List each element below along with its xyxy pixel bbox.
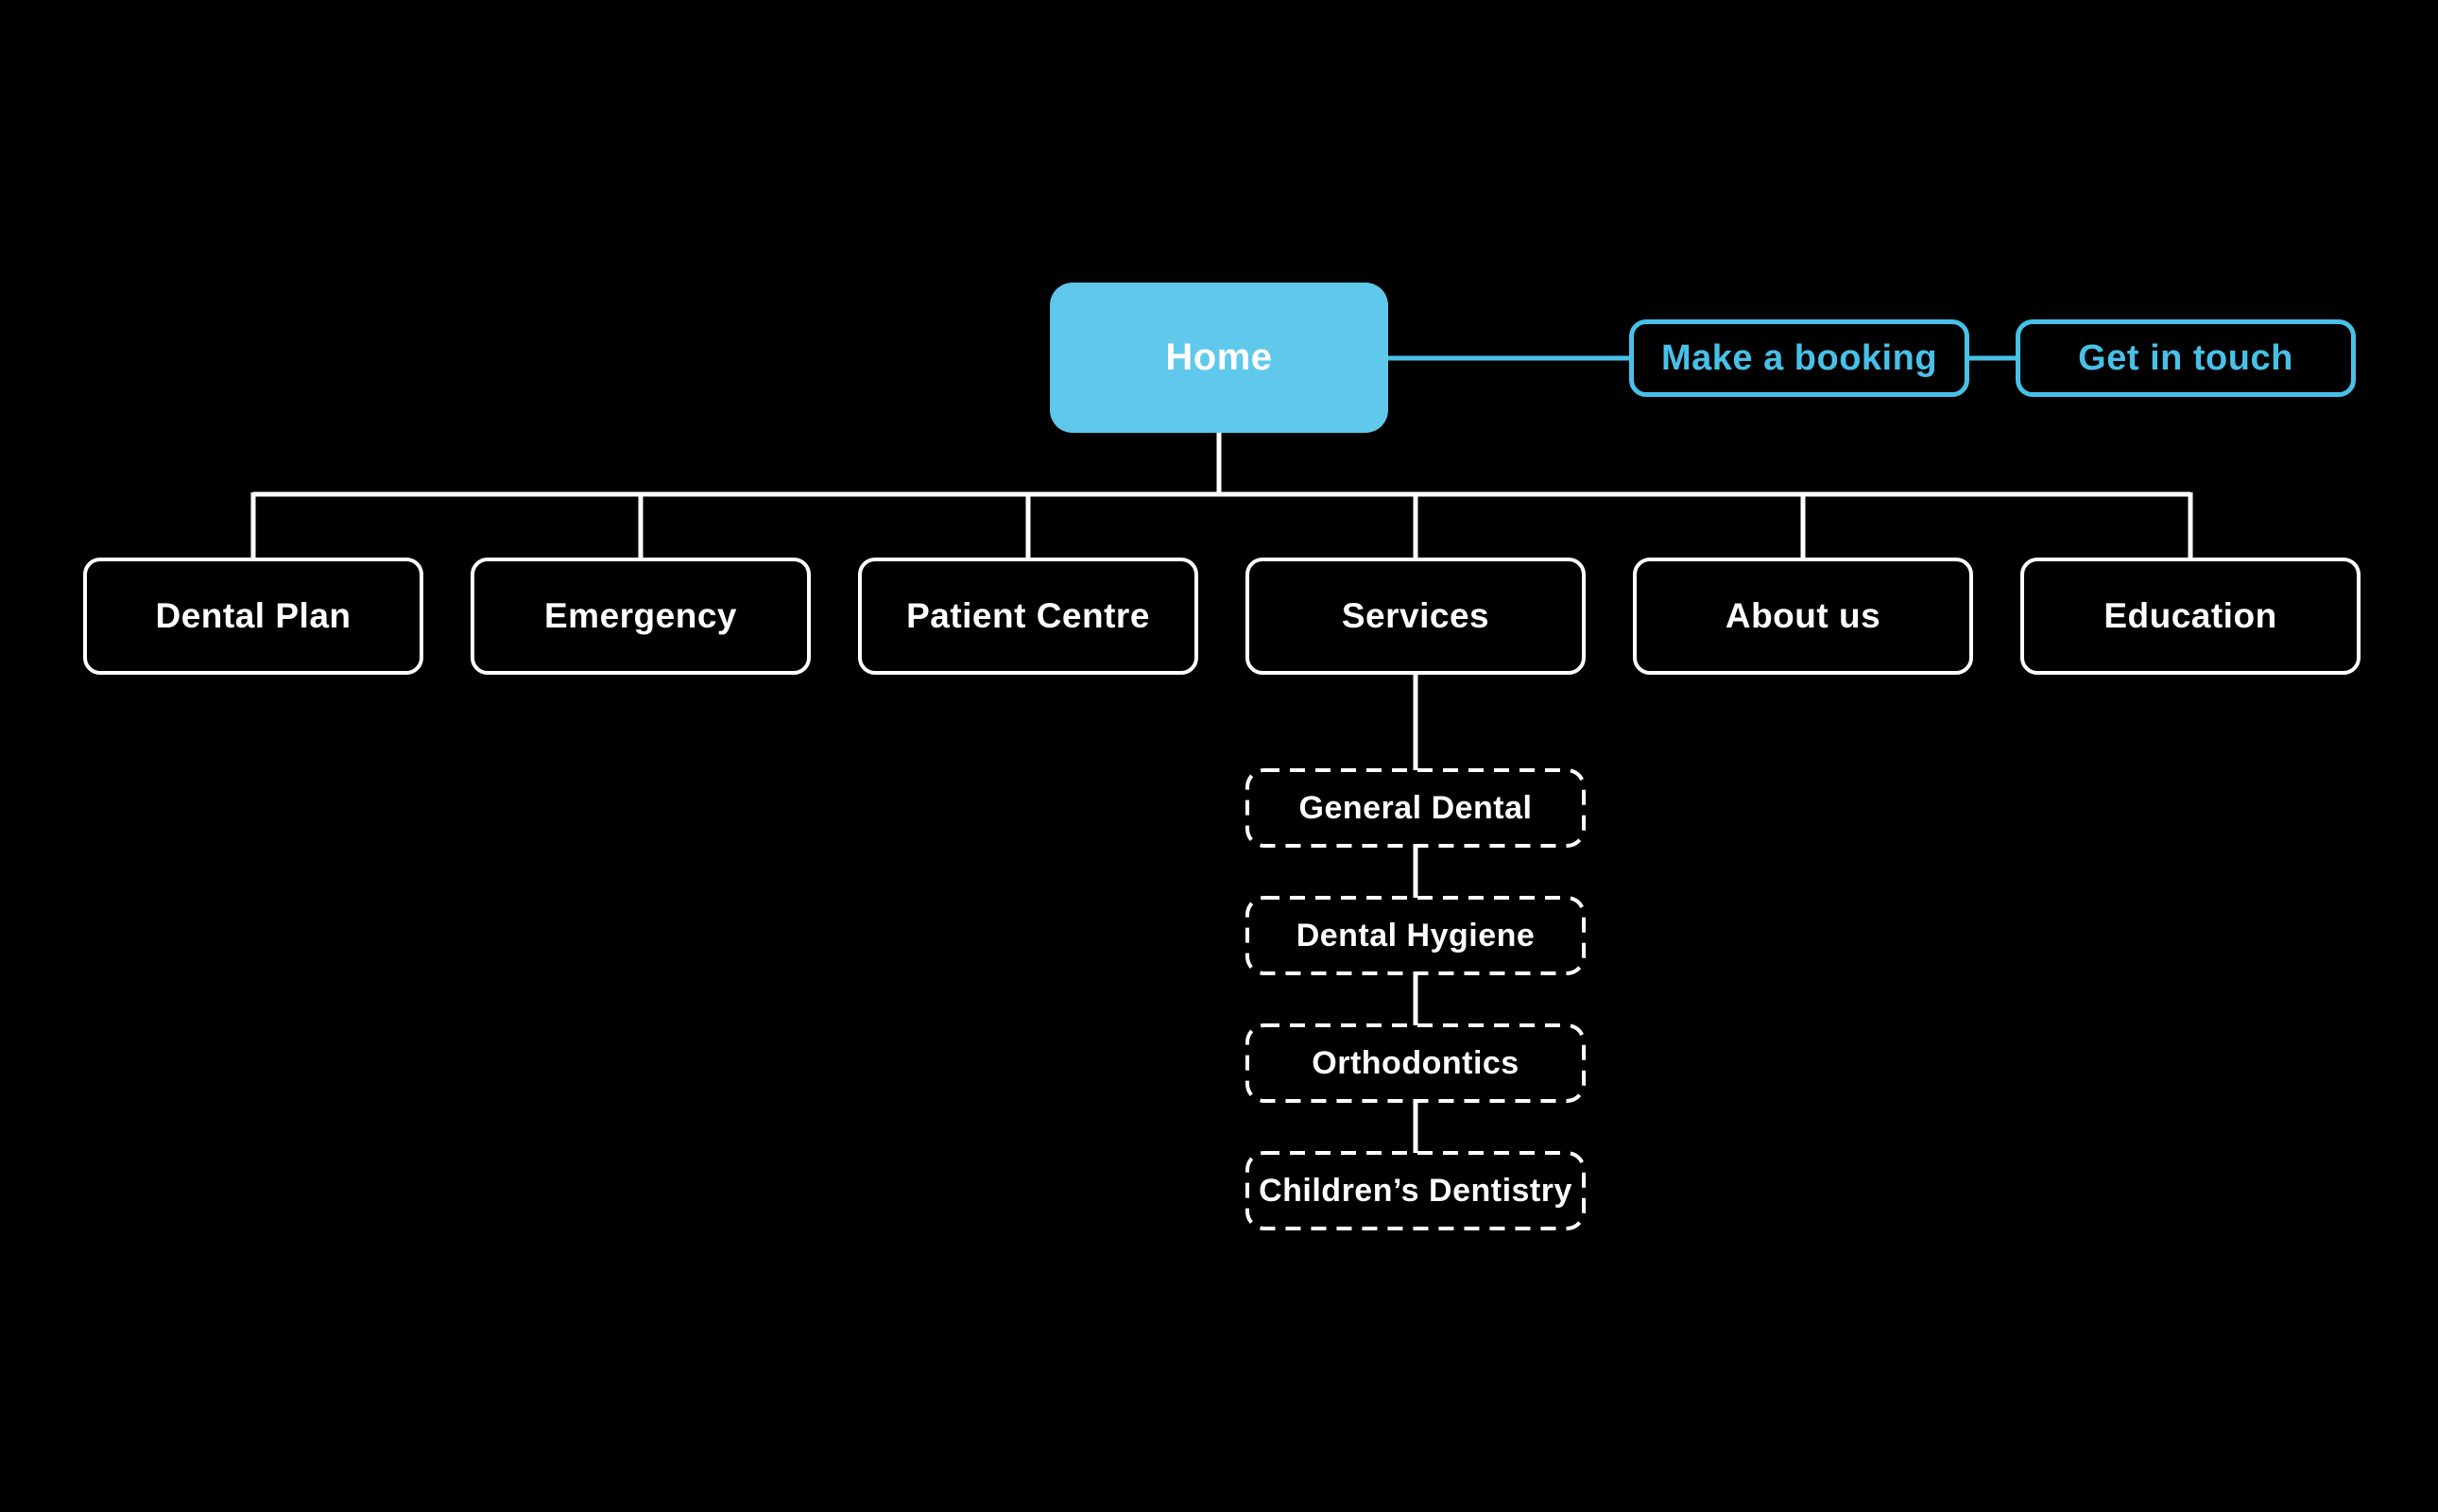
node-home[interactable]: Home (1050, 283, 1388, 433)
node-dental-plan[interactable]: Dental Plan (83, 558, 423, 675)
node-childrens-dentistry-label: Children’s Dentistry (1259, 1172, 1572, 1209)
node-emergency-label: Emergency (544, 596, 737, 635)
node-childrens-dentistry[interactable]: Children’s Dentistry (1245, 1151, 1586, 1230)
node-get-in-touch-label: Get in touch (2078, 337, 2293, 378)
node-services[interactable]: Services (1245, 558, 1586, 675)
node-dental-hygiene[interactable]: Dental Hygiene (1245, 896, 1586, 975)
node-services-label: Services (1341, 596, 1490, 635)
node-get-in-touch[interactable]: Get in touch (2016, 319, 2356, 397)
node-make-a-booking-label: Make a booking (1660, 337, 1938, 378)
node-patient-centre-label: Patient Centre (906, 596, 1150, 635)
node-patient-centre[interactable]: Patient Centre (858, 558, 1198, 675)
node-orthodontics-label: Orthodontics (1312, 1044, 1519, 1081)
node-general-dental-label: General Dental (1298, 789, 1533, 826)
node-emergency[interactable]: Emergency (471, 558, 811, 675)
node-about-us-label: About us (1725, 596, 1881, 635)
node-make-a-booking[interactable]: Make a booking (1629, 319, 1969, 397)
node-education[interactable]: Education (2020, 558, 2361, 675)
node-education-label: Education (2103, 596, 2277, 635)
node-orthodontics[interactable]: Orthodontics (1245, 1023, 1586, 1103)
node-dental-plan-label: Dental Plan (155, 596, 352, 635)
node-dental-hygiene-label: Dental Hygiene (1296, 917, 1536, 954)
node-about-us[interactable]: About us (1633, 558, 1973, 675)
node-home-label: Home (1165, 336, 1273, 378)
node-general-dental[interactable]: General Dental (1245, 768, 1586, 848)
